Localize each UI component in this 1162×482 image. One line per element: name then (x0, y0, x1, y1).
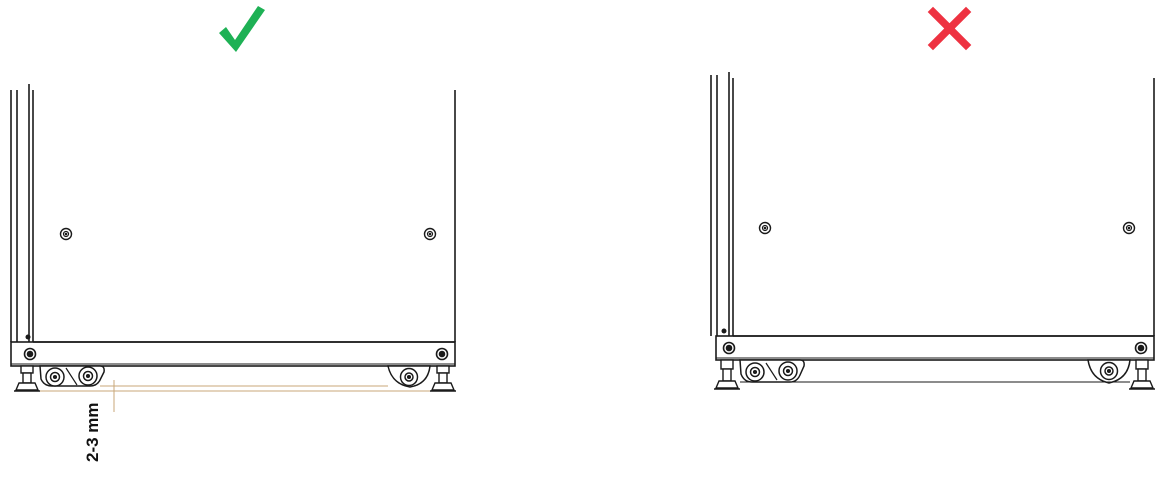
leveling-foot-right (430, 365, 456, 392)
leveling-foot-left (714, 359, 740, 390)
caster-rear (387, 365, 431, 388)
leveling-foot-right (1129, 359, 1155, 390)
base-bolt-right (1134, 341, 1148, 355)
caster-front (39, 365, 105, 387)
panel-incorrect (710, 6, 1155, 390)
caster-rear (1087, 359, 1131, 384)
base-bolt-right (435, 347, 449, 361)
panel-screw-right (1122, 221, 1136, 235)
caster-front (739, 359, 805, 383)
cabinet-body (10, 84, 456, 367)
leveling-foot-left (14, 365, 40, 392)
gap-dimension-lines (40, 380, 430, 412)
side-dot (721, 328, 727, 334)
panel-screw-left (758, 221, 772, 235)
gap-dimension-label: 2-3 mm (83, 402, 102, 462)
cross-icon (927, 6, 972, 51)
panel-screw-left (59, 227, 73, 241)
panel-screw-right (423, 227, 437, 241)
panel-correct (10, 6, 456, 412)
cabinet-body (710, 72, 1155, 361)
base-bolt-left (722, 341, 736, 355)
check-icon (219, 6, 265, 52)
base-bolt-left (23, 347, 37, 361)
side-dot (25, 334, 31, 340)
